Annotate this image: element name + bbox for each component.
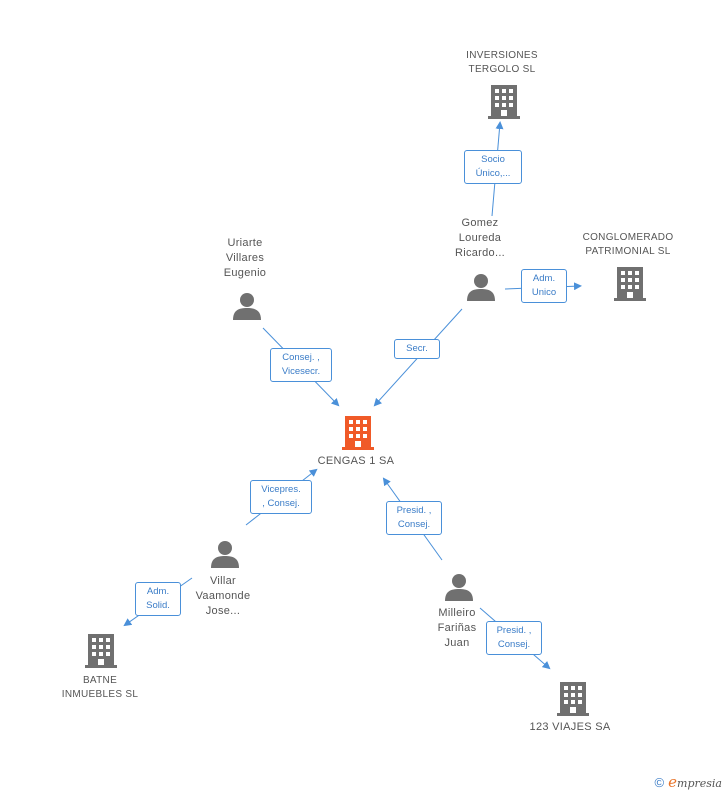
relation-consej-vicesecr-line2: Vicesecr. [281, 366, 321, 377]
person-gomez-line2: Loureda [458, 232, 502, 244]
relation-vicepres-line2: , Consej. [262, 498, 300, 509]
relation-presid-1-line1: Presid. , [396, 505, 432, 516]
company-conglomerado-line1: CONGLOMERADO [582, 232, 674, 243]
person-gomez-line3: Ricardo... [454, 247, 506, 259]
relation-socio-unico[interactable]: Socio Único,... [464, 150, 522, 184]
relation-adm-solid-line1: Adm. [146, 586, 170, 597]
person-uriarte-line2: Villares [225, 252, 265, 264]
person-gomez-line1: Gomez [461, 217, 499, 229]
company-batne-line2: INMUEBLES SL [61, 689, 139, 700]
person-icon[interactable] [232, 291, 262, 326]
copyright-symbol: © [654, 775, 665, 790]
person-uriarte-line3: Eugenio [223, 267, 267, 279]
relation-vicepres-line1: Vicepres. [261, 484, 301, 495]
relation-vicepres-consej[interactable]: Vicepres. , Consej. [250, 480, 312, 514]
person-villar-line1: Villar [209, 575, 237, 587]
brand-logo-text: mpresia [677, 777, 722, 790]
person-icon[interactable] [466, 272, 496, 307]
company-viajes-label[interactable]: 123 VIAJES SA [529, 721, 611, 733]
relation-socio-line2: Único,... [475, 168, 511, 179]
person-villar-line3: Jose... [205, 605, 241, 617]
relation-secr-line1: Secr. [406, 343, 428, 354]
relation-socio-line1: Socio [481, 154, 505, 165]
person-milleiro-label[interactable]: Milleiro Fariñas Juan [438, 606, 477, 651]
relation-consej-vicesecr-line1: Consej. , [282, 352, 320, 363]
relation-consej-vicesecr[interactable]: Consej. , Vicesecr. [270, 348, 332, 382]
relation-presid-consej-cengas[interactable]: Presid. , Consej. [386, 501, 442, 535]
company-batne-label[interactable]: BATNE INMUEBLES SL [62, 674, 138, 702]
relation-adm-unico-line1: Adm. [532, 273, 556, 284]
company-inversiones-line1: INVERSIONES [466, 50, 538, 61]
person-gomez-label[interactable]: Gomez Loureda Ricardo... [455, 216, 505, 261]
person-villar-line2: Vaamonde [195, 590, 251, 602]
footer-brand[interactable]: ©empresia [655, 773, 722, 791]
building-icon[interactable] [85, 633, 117, 674]
company-conglomerado-line2: PATRIMONIAL SL [585, 246, 671, 257]
relation-presid-2-line2: Consej. [497, 639, 531, 650]
person-uriarte-line1: Uriarte [227, 237, 263, 249]
relation-presid-consej-viajes[interactable]: Presid. , Consej. [486, 621, 542, 655]
relation-adm-solid-line2: Solid. [146, 600, 170, 611]
company-inversiones-line2: TERGOLO SL [468, 64, 536, 75]
center-company-name[interactable]: CENGAS 1 SA [317, 455, 395, 467]
company-inversiones-label[interactable]: INVERSIONES TERGOLO SL [466, 49, 538, 77]
person-villar-label[interactable]: Villar Vaamonde Jose... [196, 574, 251, 619]
company-building-icon[interactable] [342, 415, 374, 456]
relation-presid-1-line2: Consej. [397, 519, 431, 530]
building-icon[interactable] [614, 266, 646, 307]
relation-adm-unico[interactable]: Adm. Unico [521, 269, 567, 303]
company-batne-line1: BATNE [82, 675, 118, 686]
person-milleiro-line3: Juan [444, 637, 470, 649]
relation-adm-unico-line2: Unico [531, 287, 557, 298]
relation-adm-solid[interactable]: Adm. Solid. [135, 582, 181, 616]
person-uriarte-label[interactable]: Uriarte Villares Eugenio [224, 236, 266, 281]
brand-logo-e: e [668, 773, 678, 791]
relation-presid-2-line1: Presid. , [496, 625, 532, 636]
person-milleiro-line1: Milleiro [438, 607, 476, 619]
person-icon[interactable] [210, 539, 240, 574]
person-icon[interactable] [444, 572, 474, 607]
building-icon[interactable] [488, 84, 520, 125]
person-milleiro-line2: Fariñas [437, 622, 477, 634]
company-conglomerado-label[interactable]: CONGLOMERADO PATRIMONIAL SL [583, 231, 674, 259]
building-icon[interactable] [557, 681, 589, 722]
relation-secr[interactable]: Secr. [394, 339, 440, 359]
